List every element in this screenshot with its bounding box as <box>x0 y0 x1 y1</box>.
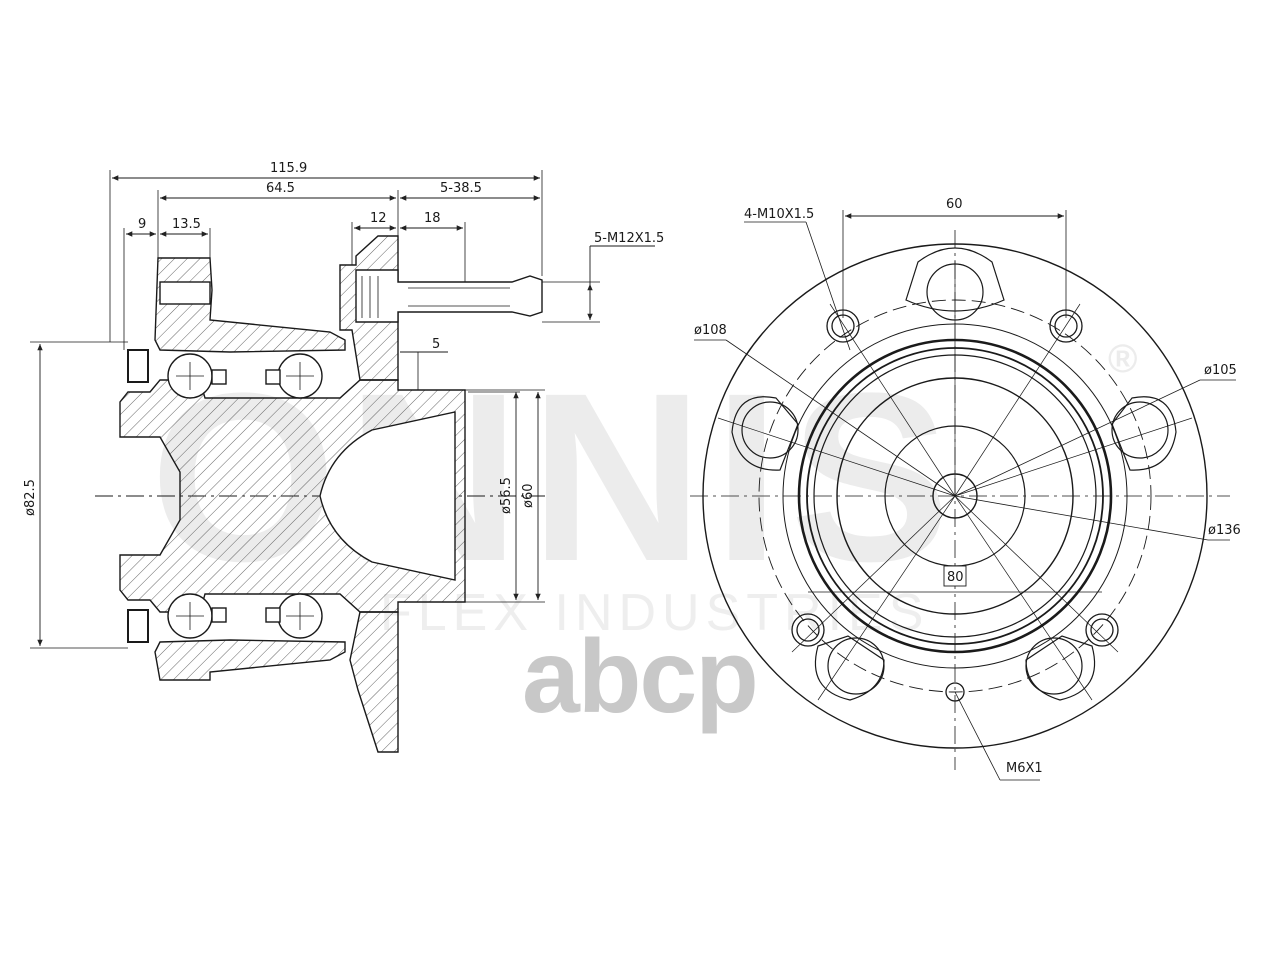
outer-ring-top <box>154 257 346 353</box>
dim-flange-to-stud: 64.5 <box>266 181 295 196</box>
front-view <box>690 210 1236 781</box>
front-view-dimensions: 60 4-M10X1.5 ø108 ø105 ø136 80 M6X1 <box>694 197 1241 776</box>
dim-18: 18 <box>424 211 441 226</box>
seal-lower <box>127 609 149 643</box>
dim-5: 5 <box>432 337 440 352</box>
dim-stud-thread: 5-M12X1.5 <box>594 231 664 246</box>
dim-136: ø136 <box>1208 523 1241 538</box>
seal-upper <box>127 349 149 383</box>
dim-12: 12 <box>370 211 387 226</box>
hub-bore <box>319 411 456 581</box>
dim-13-5: 13.5 <box>172 217 201 232</box>
dim-m6: M6X1 <box>1006 761 1043 776</box>
abcp-logo: abcp <box>522 619 757 735</box>
wheel-stud <box>355 269 543 323</box>
dim-60: 60 <box>946 197 963 212</box>
dim-outer-diameter: ø82.5 <box>23 479 38 516</box>
dim-hub-diameter: ø60 <box>521 484 536 509</box>
side-view-dimensions: 115.9 64.5 5-38.5 9 13.5 12 18 5-M12X1.5… <box>23 161 664 516</box>
outer-ring-bottom <box>154 639 346 681</box>
dim-108: ø108 <box>694 323 727 338</box>
dim-bolt-thread: 4-M10X1.5 <box>744 207 814 222</box>
dim-80: 80 <box>947 570 964 585</box>
flange-bottom <box>349 611 399 753</box>
side-section-view <box>30 170 655 753</box>
dim-pilot-diameter: ø56.5 <box>499 477 514 514</box>
flange-outline <box>702 243 1208 749</box>
bearing-balls <box>167 353 323 639</box>
m6-hole <box>945 682 965 702</box>
dim-9: 9 <box>138 217 146 232</box>
dim-stud-projection: 5-38.5 <box>440 181 482 196</box>
watermark-registered: ® <box>1108 337 1137 381</box>
dim-105: ø105 <box>1204 363 1237 378</box>
dim-overall-length: 115.9 <box>270 161 307 176</box>
